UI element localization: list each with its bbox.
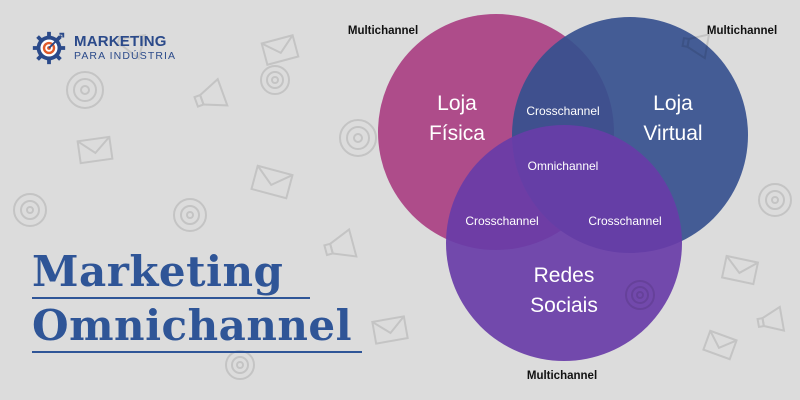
target-icon [339, 119, 377, 157]
gear-target-logo-icon [32, 31, 66, 65]
multichannel-top-right-label: Multichannel [707, 25, 777, 37]
envelope-icon [76, 135, 114, 165]
omnichannel-center-label: Omnichannel [528, 159, 599, 173]
envelope-icon [250, 164, 294, 200]
headline-underline-1 [32, 297, 310, 299]
brand-logo[interactable]: MARKETING PARA INDÚSTRIA [30, 28, 176, 68]
envelope-icon [371, 315, 409, 345]
physical-store-label-line-1: Loja [437, 92, 477, 115]
megaphone-icon [116, 34, 147, 61]
social-networks-label-line-2: Sociais [530, 294, 598, 317]
online-store-label-line-1: Loja [653, 92, 693, 115]
online-store-label-line-2: Virtual [643, 122, 702, 145]
target-icon [13, 193, 47, 227]
target-icon [173, 198, 207, 232]
brand-name: MARKETING [74, 33, 167, 51]
social-networks-label-line-1: Redes [534, 264, 595, 287]
headline-underline-2 [32, 351, 362, 353]
social-networks-circle [446, 125, 682, 361]
megaphone-icon [756, 305, 786, 332]
target-icon [260, 65, 290, 95]
headline-line-1: Marketing [32, 247, 284, 296]
envelope-icon [720, 254, 760, 286]
target-icon [758, 183, 792, 217]
headline-line-2: Omnichannel [32, 301, 353, 350]
megaphone-icon [323, 227, 358, 258]
crosschannel-store-online-label: Crosschannel [526, 104, 599, 118]
crosschannel-online-social-label: Crosschannel [588, 214, 661, 228]
megaphone-icon [193, 77, 229, 108]
target-icon [66, 71, 104, 109]
crosschannel-store-social-label: Crosschannel [465, 214, 538, 228]
brand-tagline: PARA INDÚSTRIA [74, 50, 177, 63]
envelope-icon [260, 34, 300, 66]
multichannel-bottom-label: Multichannel [527, 370, 597, 382]
multichannel-top-left-label: Multichannel [348, 25, 418, 37]
physical-store-label-line-2: Física [429, 122, 485, 145]
envelope-icon [702, 329, 738, 361]
